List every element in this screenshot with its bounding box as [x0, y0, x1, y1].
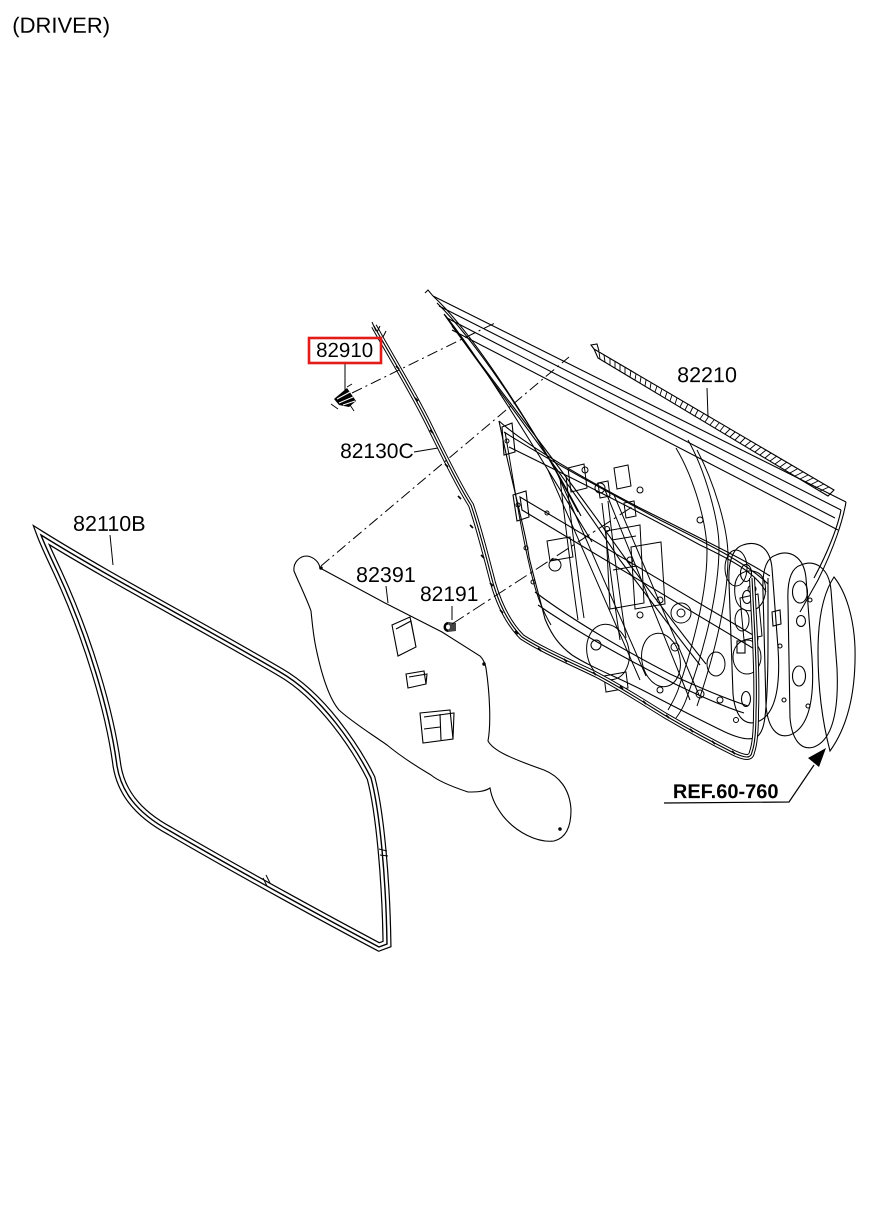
svg-text:82130C: 82130C — [340, 440, 414, 463]
svg-text:82391: 82391 — [356, 563, 416, 587]
svg-text:82110B: 82110B — [73, 512, 146, 536]
svg-text:82191: 82191 — [420, 583, 478, 606]
svg-text:82910: 82910 — [316, 339, 373, 362]
svg-text:REF.60-760: REF.60-760 — [673, 781, 779, 803]
svg-text:(DRIVER): (DRIVER) — [12, 13, 110, 38]
svg-text:82210: 82210 — [677, 363, 737, 387]
